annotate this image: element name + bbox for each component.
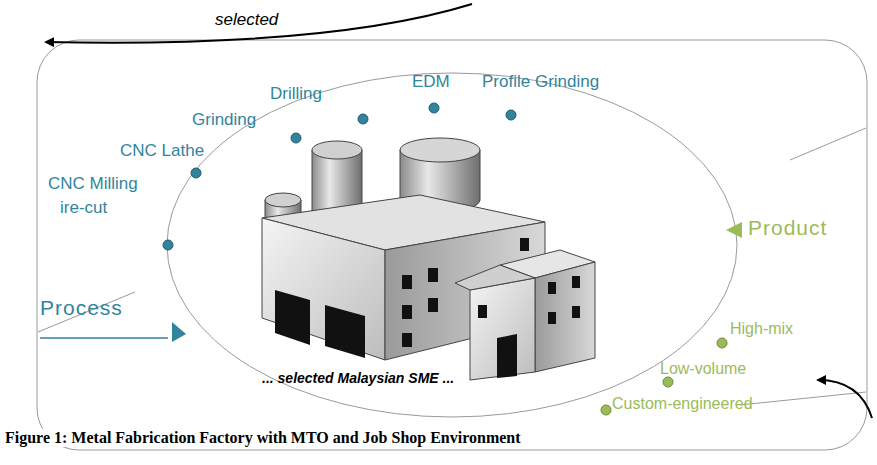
- product-item: Low-volume: [660, 360, 746, 378]
- process-item: CNC Milling: [48, 174, 138, 194]
- sme-label: ... selected Malaysian SME ...: [262, 370, 454, 386]
- process-item: CNC Lathe: [120, 141, 204, 161]
- product-item: High-mix: [730, 320, 793, 338]
- product-item: Custom-engineered: [612, 395, 753, 413]
- process-item: EDM: [412, 72, 450, 92]
- selected-label: selected: [215, 10, 278, 30]
- product-heading: Product: [748, 216, 827, 240]
- process-item: Grinding: [192, 110, 256, 130]
- process-item: Profile Grinding: [482, 72, 599, 92]
- process-item: ire-cut: [60, 198, 107, 218]
- process-item: Drilling: [270, 84, 322, 104]
- process-heading: Process: [40, 296, 123, 320]
- figure-caption: Figure 1: Metal Fabrication Factory with…: [5, 429, 524, 447]
